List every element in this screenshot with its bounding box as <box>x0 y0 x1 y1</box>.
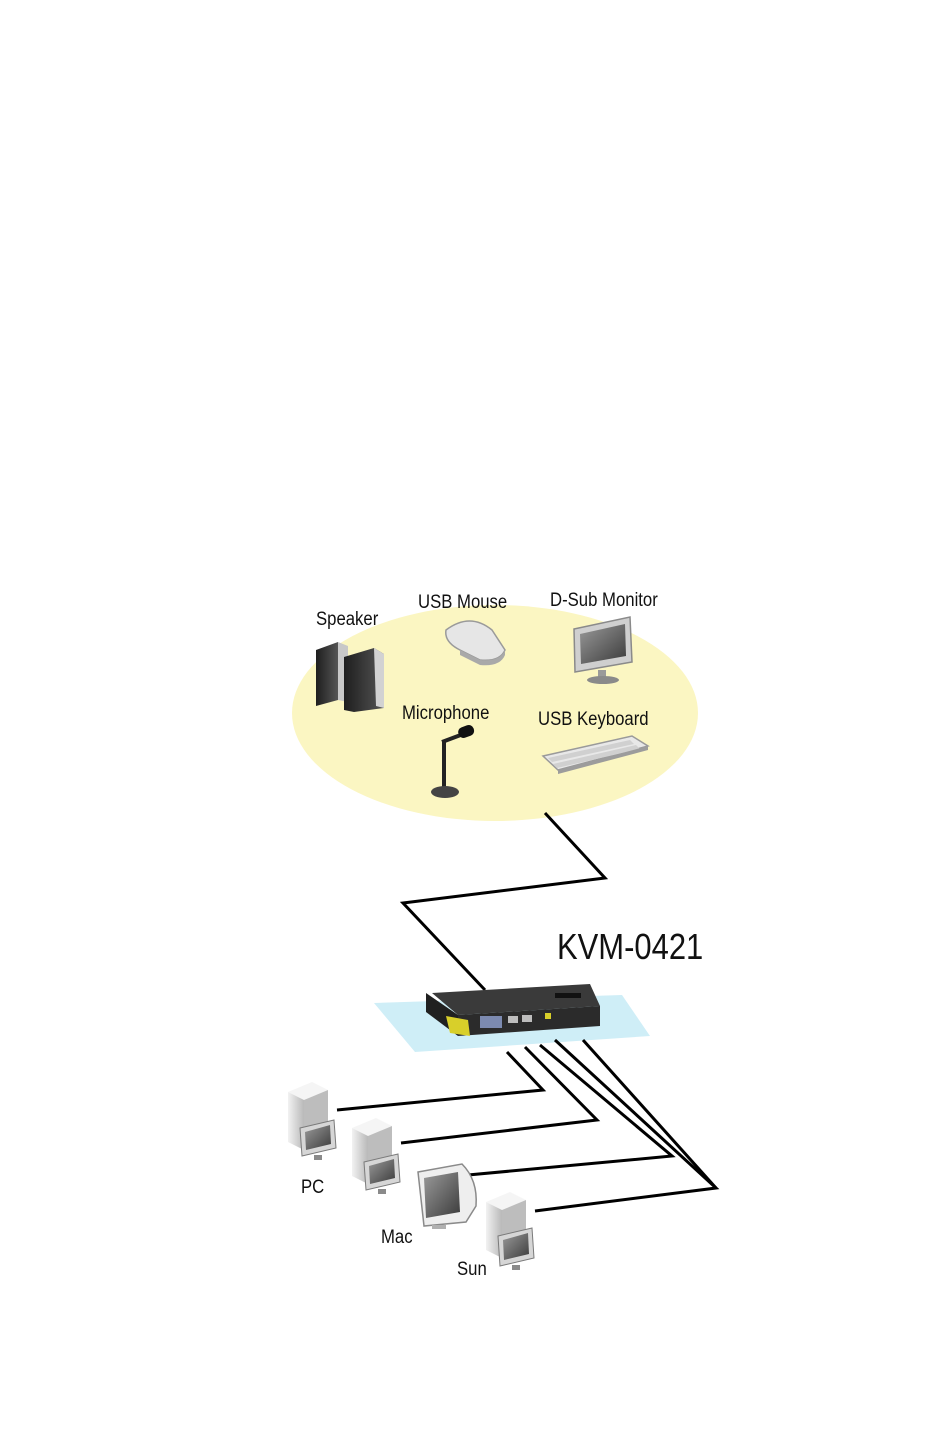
speaker-label: Speaker <box>316 609 378 631</box>
pc-label: PC <box>301 1177 324 1199</box>
mac-icon <box>418 1164 476 1229</box>
dsub-monitor-label: D-Sub Monitor <box>550 590 658 612</box>
pc-icon <box>288 1082 336 1160</box>
cable-pc-1 <box>337 1052 543 1110</box>
usb-mouse-label: USB Mouse <box>418 592 507 614</box>
cable-mac <box>468 1045 672 1175</box>
computer-cables <box>337 1040 716 1211</box>
mac-label: Mac <box>381 1227 413 1249</box>
sun-label: Sun <box>457 1259 487 1281</box>
model-label: KVM-0421 <box>557 926 703 968</box>
pc-icon-2 <box>352 1118 400 1194</box>
sun-icon <box>486 1192 534 1270</box>
microphone-label: Microphone <box>402 703 489 725</box>
usb-keyboard-label: USB Keyboard <box>538 709 649 731</box>
cable-extra <box>583 1040 716 1188</box>
